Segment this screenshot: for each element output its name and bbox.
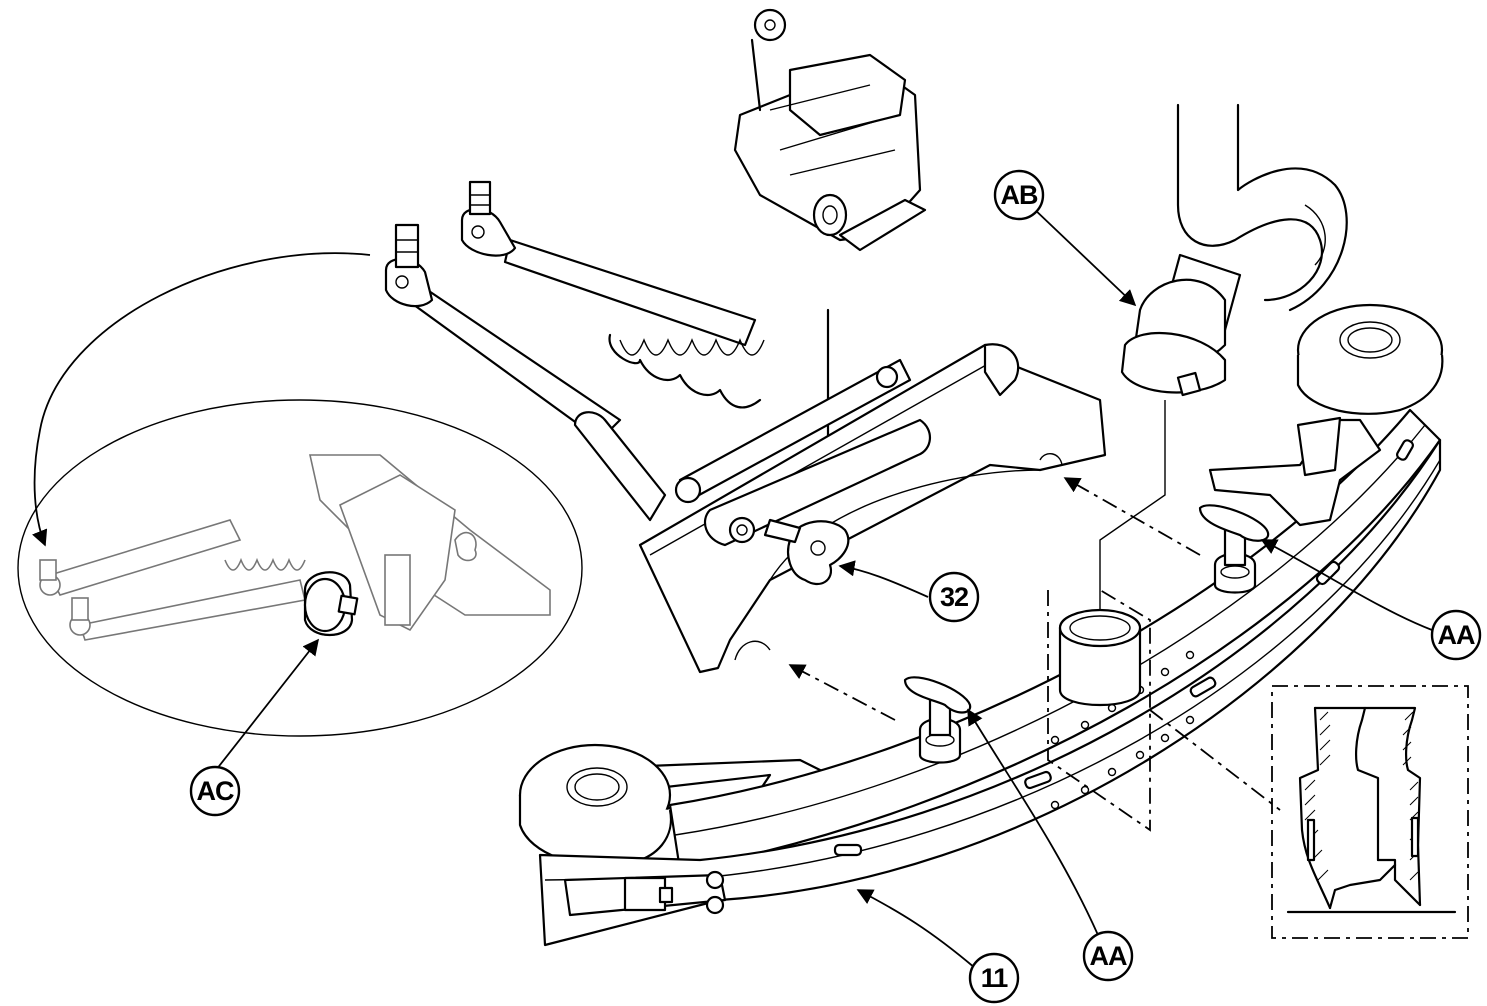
- pivot-bracket: [573, 343, 1107, 674]
- exploded-view-lines: [788, 477, 1281, 832]
- callout-ac: AC: [189, 765, 241, 817]
- squeegee-frame: [518, 303, 1444, 947]
- thumb-knob-32: [763, 518, 850, 586]
- thumb-knob-aa-right: [1198, 504, 1270, 594]
- callout-aa-right-label: AA: [1438, 620, 1475, 650]
- callout-11: 11: [968, 952, 1020, 1004]
- linkage-rods: [384, 180, 830, 442]
- thumb-knob-aa-bottom: [903, 676, 972, 764]
- callout-ac-label: AC: [197, 776, 234, 806]
- callout-32-label: 32: [940, 582, 968, 612]
- callout-aa-bottom: AA: [1082, 930, 1134, 982]
- zoom-inset-ellipse: [17, 252, 583, 737]
- leader-lines: [215, 206, 1433, 969]
- callout-ab-label: AB: [1001, 180, 1038, 210]
- machine-thumbnail: [733, 8, 927, 252]
- section-detail-inset: [1271, 685, 1469, 939]
- callout-32: 32: [928, 571, 980, 623]
- callout-11-label: 11: [981, 963, 1009, 993]
- callout-aa-bottom-label: AA: [1090, 941, 1127, 971]
- callout-aa-right: AA: [1430, 609, 1482, 661]
- callout-ab: AB: [993, 169, 1045, 221]
